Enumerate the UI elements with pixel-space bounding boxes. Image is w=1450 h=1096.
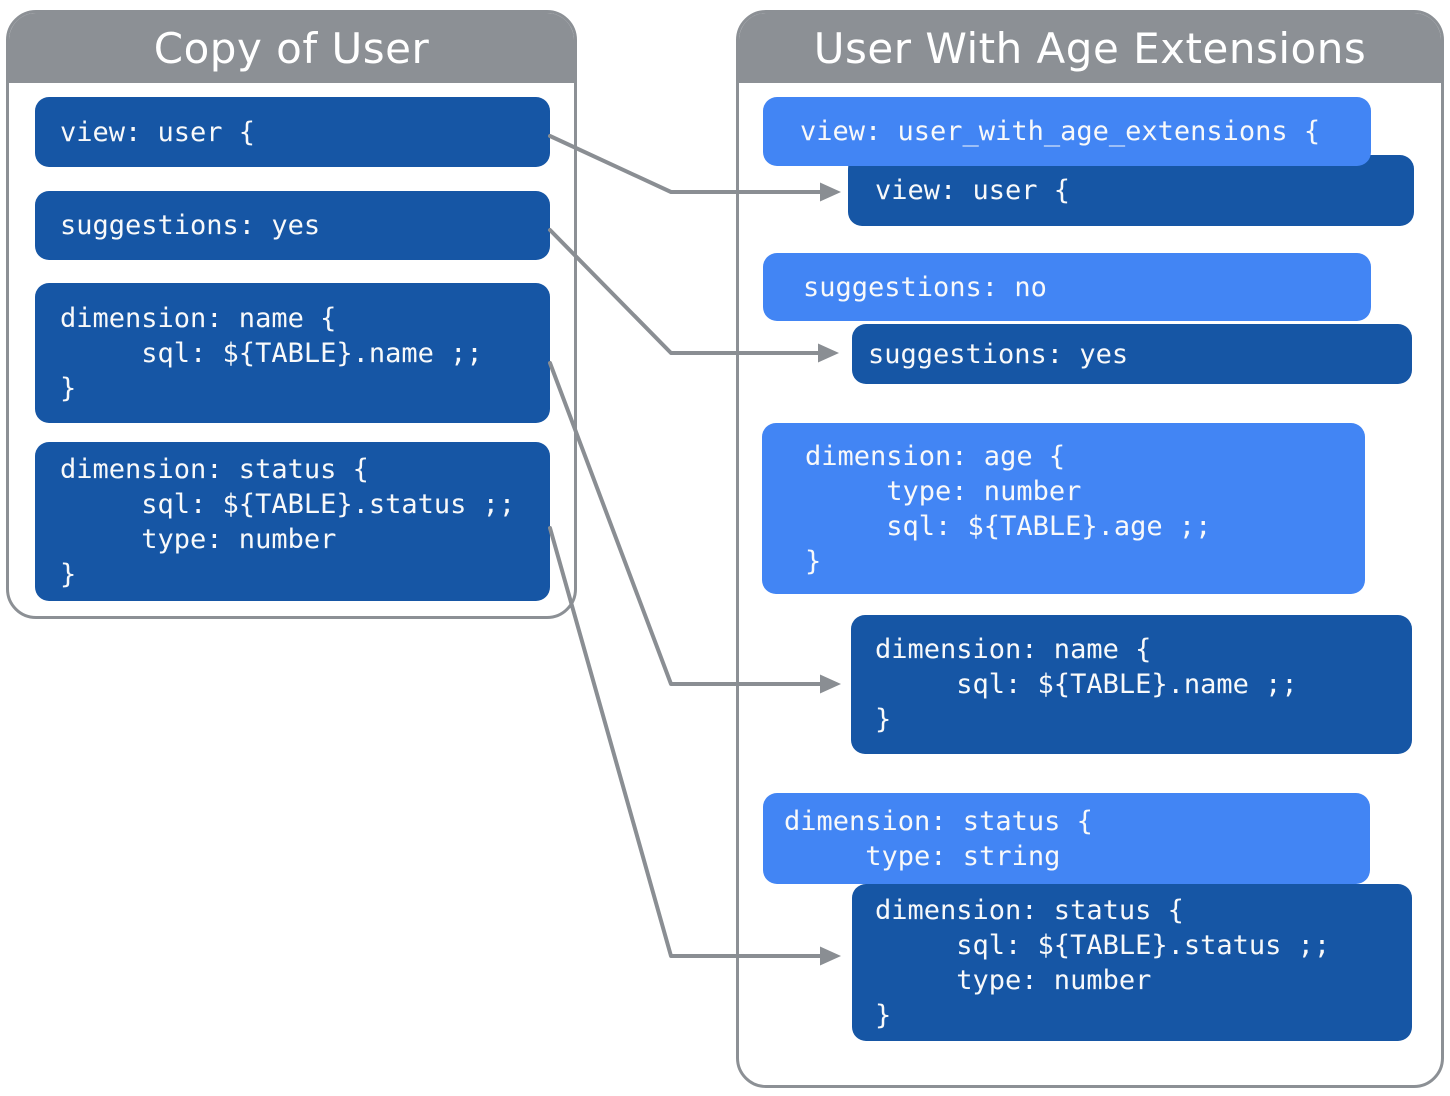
code-block-dimension-age: dimension: age { type: number sql: ${TAB… bbox=[762, 423, 1365, 594]
code-block-dimension-status-inherited: dimension: status { sql: ${TABLE}.status… bbox=[852, 884, 1412, 1041]
code-block-dimension-name-inherited: dimension: name { sql: ${TABLE}.name ;; … bbox=[851, 615, 1412, 754]
right-panel-title: User With Age Extensions bbox=[813, 23, 1367, 73]
left-panel-header: Copy of User bbox=[9, 13, 574, 83]
code-block-view-user-inherited: view: user { bbox=[848, 155, 1414, 226]
code-block-dimension-name: dimension: name { sql: ${TABLE}.name ;; … bbox=[35, 283, 550, 423]
code-block-dimension-status: dimension: status { sql: ${TABLE}.status… bbox=[35, 442, 550, 601]
left-panel-title: Copy of User bbox=[153, 23, 430, 73]
code-block-suggestions-no: suggestions: no bbox=[763, 253, 1371, 321]
code-block-suggestions-yes-inherited: suggestions: yes bbox=[852, 324, 1412, 384]
code-block-view-user: view: user { bbox=[35, 97, 550, 167]
code-block-suggestions-yes: suggestions: yes bbox=[35, 191, 550, 260]
right-panel-header: User With Age Extensions bbox=[739, 13, 1441, 83]
code-block-view-extended: view: user_with_age_extensions { bbox=[763, 97, 1371, 166]
code-block-dimension-status-override: dimension: status { type: string bbox=[763, 793, 1370, 884]
